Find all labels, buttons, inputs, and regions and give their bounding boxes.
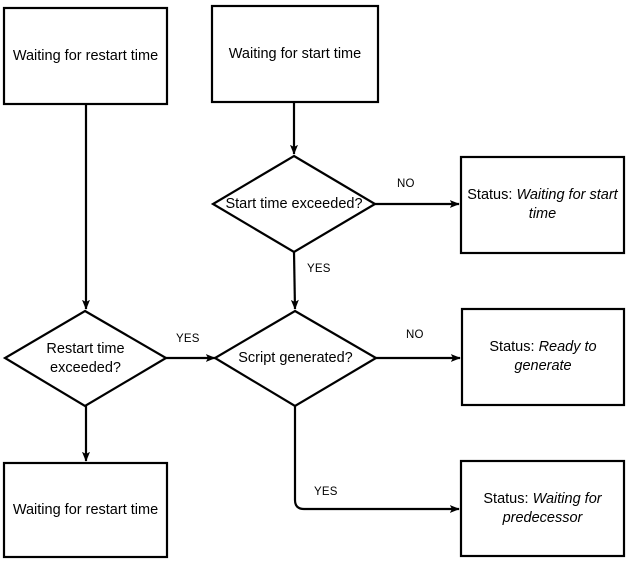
edge-label-restart-yes: YES xyxy=(176,333,200,345)
node-start-time-exceeded xyxy=(210,154,378,254)
node-waiting-start-top xyxy=(210,4,380,104)
edge-label-start-no: NO xyxy=(397,178,415,190)
node-status-waiting-start xyxy=(459,155,626,255)
edge-label-start-yes: YES xyxy=(307,263,331,275)
node-status-waiting-predecessor xyxy=(459,459,626,558)
edge-script-yes xyxy=(293,406,460,513)
node-waiting-restart-top xyxy=(2,6,169,106)
edge-label-script-yes: YES xyxy=(314,486,338,498)
edge-label-script-no: NO xyxy=(406,329,424,341)
node-restart-time-exceeded xyxy=(2,309,169,408)
node-script-generated xyxy=(212,309,379,408)
node-waiting-restart-bottom xyxy=(2,461,169,559)
node-status-ready-generate xyxy=(460,307,626,407)
edge-start-yes xyxy=(290,251,299,310)
